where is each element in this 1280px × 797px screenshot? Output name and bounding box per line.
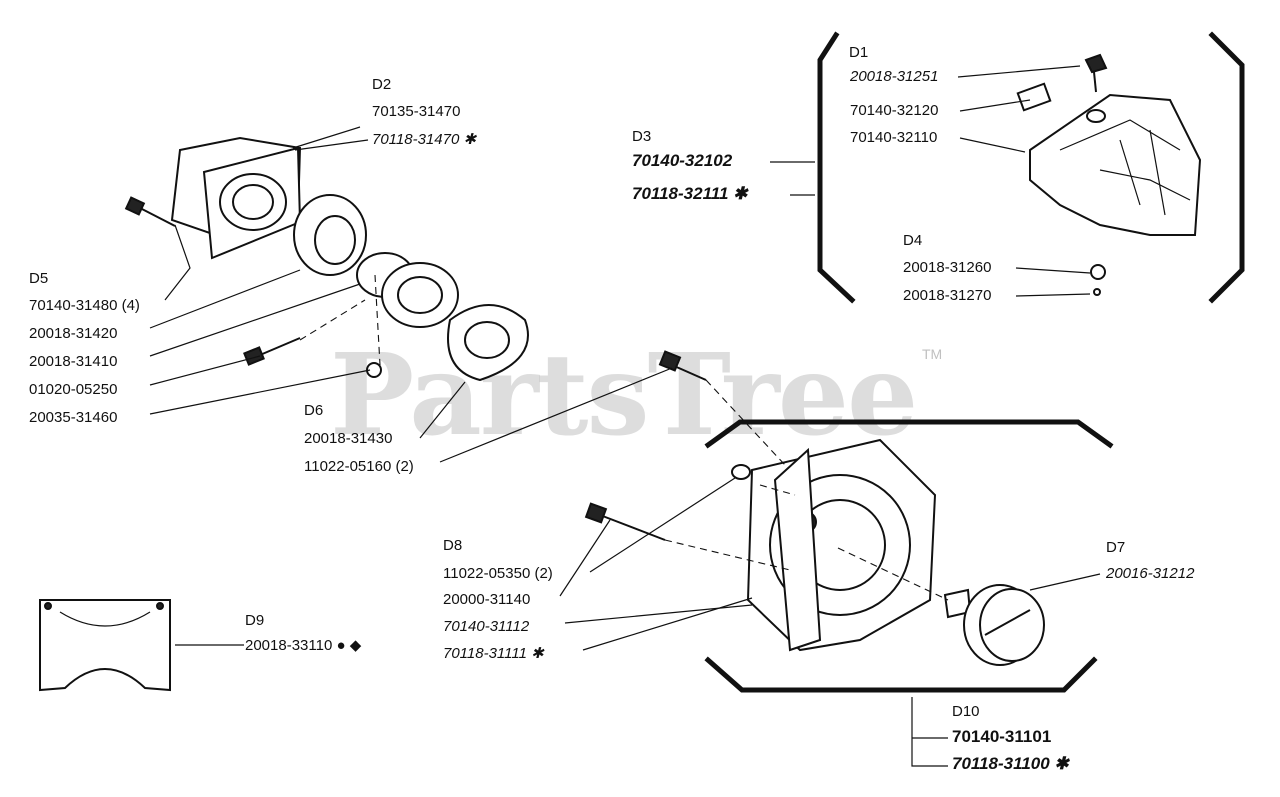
part-number-link[interactable]: 70140-32120 [850, 102, 939, 119]
group-label-d3: D3 [632, 128, 652, 145]
group-label-d9: D9 [245, 612, 265, 629]
trademark-mark: TM [922, 346, 943, 362]
washer-part [731, 464, 751, 480]
part-number-link[interactable]: 70140-32110 [850, 129, 938, 146]
part-number-link[interactable]: 20018-31270 [903, 287, 992, 304]
part-number-link[interactable]: 70135-31470 [372, 103, 461, 120]
part-number-link[interactable]: 11022-05160 (2) [304, 458, 414, 475]
part-number-link[interactable]: 20000-31140 [443, 591, 531, 608]
part-number-link[interactable]: 70118-32111 ✱ [632, 184, 748, 203]
bolt-part [243, 337, 301, 366]
part-number-link[interactable]: 20018-33110 ● ◆ [245, 637, 362, 654]
long-bolt-part [584, 502, 666, 541]
clutch-shoe-part [447, 304, 529, 382]
shroud-part [1016, 53, 1202, 296]
group-label-d10: D10 [952, 703, 980, 720]
group-label-d5: D5 [29, 270, 49, 287]
part-number-link[interactable]: 70140-31112 [443, 618, 530, 635]
starter-pulley-part [943, 584, 1045, 666]
bracket-d7 [704, 419, 1114, 693]
clutch-drum-part [293, 194, 367, 276]
leader-lines [149, 65, 1101, 767]
group-label-d6: D6 [304, 402, 324, 419]
starter-housing-part [746, 438, 937, 652]
part-number-link[interactable]: 70118-31470 ✱ [372, 131, 477, 148]
mount-plate-part [39, 599, 171, 692]
part-number-link[interactable]: 20018-31260 [903, 259, 992, 276]
watermark: PartsTree [330, 330, 918, 461]
part-number-link[interactable]: 70118-31111 ✱ [443, 645, 544, 662]
part-number-link[interactable]: 20018-31410 [29, 353, 118, 370]
group-label-d8: D8 [443, 537, 463, 554]
bracket-d1 [817, 31, 1245, 304]
part-number-link[interactable]: 70140-32102 [632, 151, 733, 170]
clutch-hub-part [356, 252, 459, 328]
group-label-d2: D2 [372, 76, 392, 93]
part-number-link[interactable]: 20018-31430 [304, 430, 393, 447]
part-number-link[interactable]: 70118-31100 ✱ [952, 754, 1069, 773]
part-number-link[interactable]: 20018-31420 [29, 325, 118, 342]
part-number-link[interactable]: 01020-05250 [29, 381, 118, 398]
screw-part-2 [658, 350, 707, 381]
part-number-link[interactable]: 11022-05350 (2) [443, 565, 553, 582]
part-number-link[interactable]: 20035-31460 [29, 409, 118, 426]
part-number-link[interactable]: 70140-31101 [952, 727, 1052, 746]
fan-housing-part [170, 136, 302, 260]
group-label-d4: D4 [903, 232, 923, 249]
part-number-link[interactable]: 70140-31480 (4) [29, 297, 140, 314]
part-number-link[interactable]: 20016-31212 [1106, 565, 1195, 582]
group-label-d1: D1 [849, 44, 869, 61]
screw-part [124, 196, 176, 227]
group-label-d7: D7 [1106, 539, 1126, 556]
part-number-link[interactable]: 20018-31251 [850, 68, 939, 85]
